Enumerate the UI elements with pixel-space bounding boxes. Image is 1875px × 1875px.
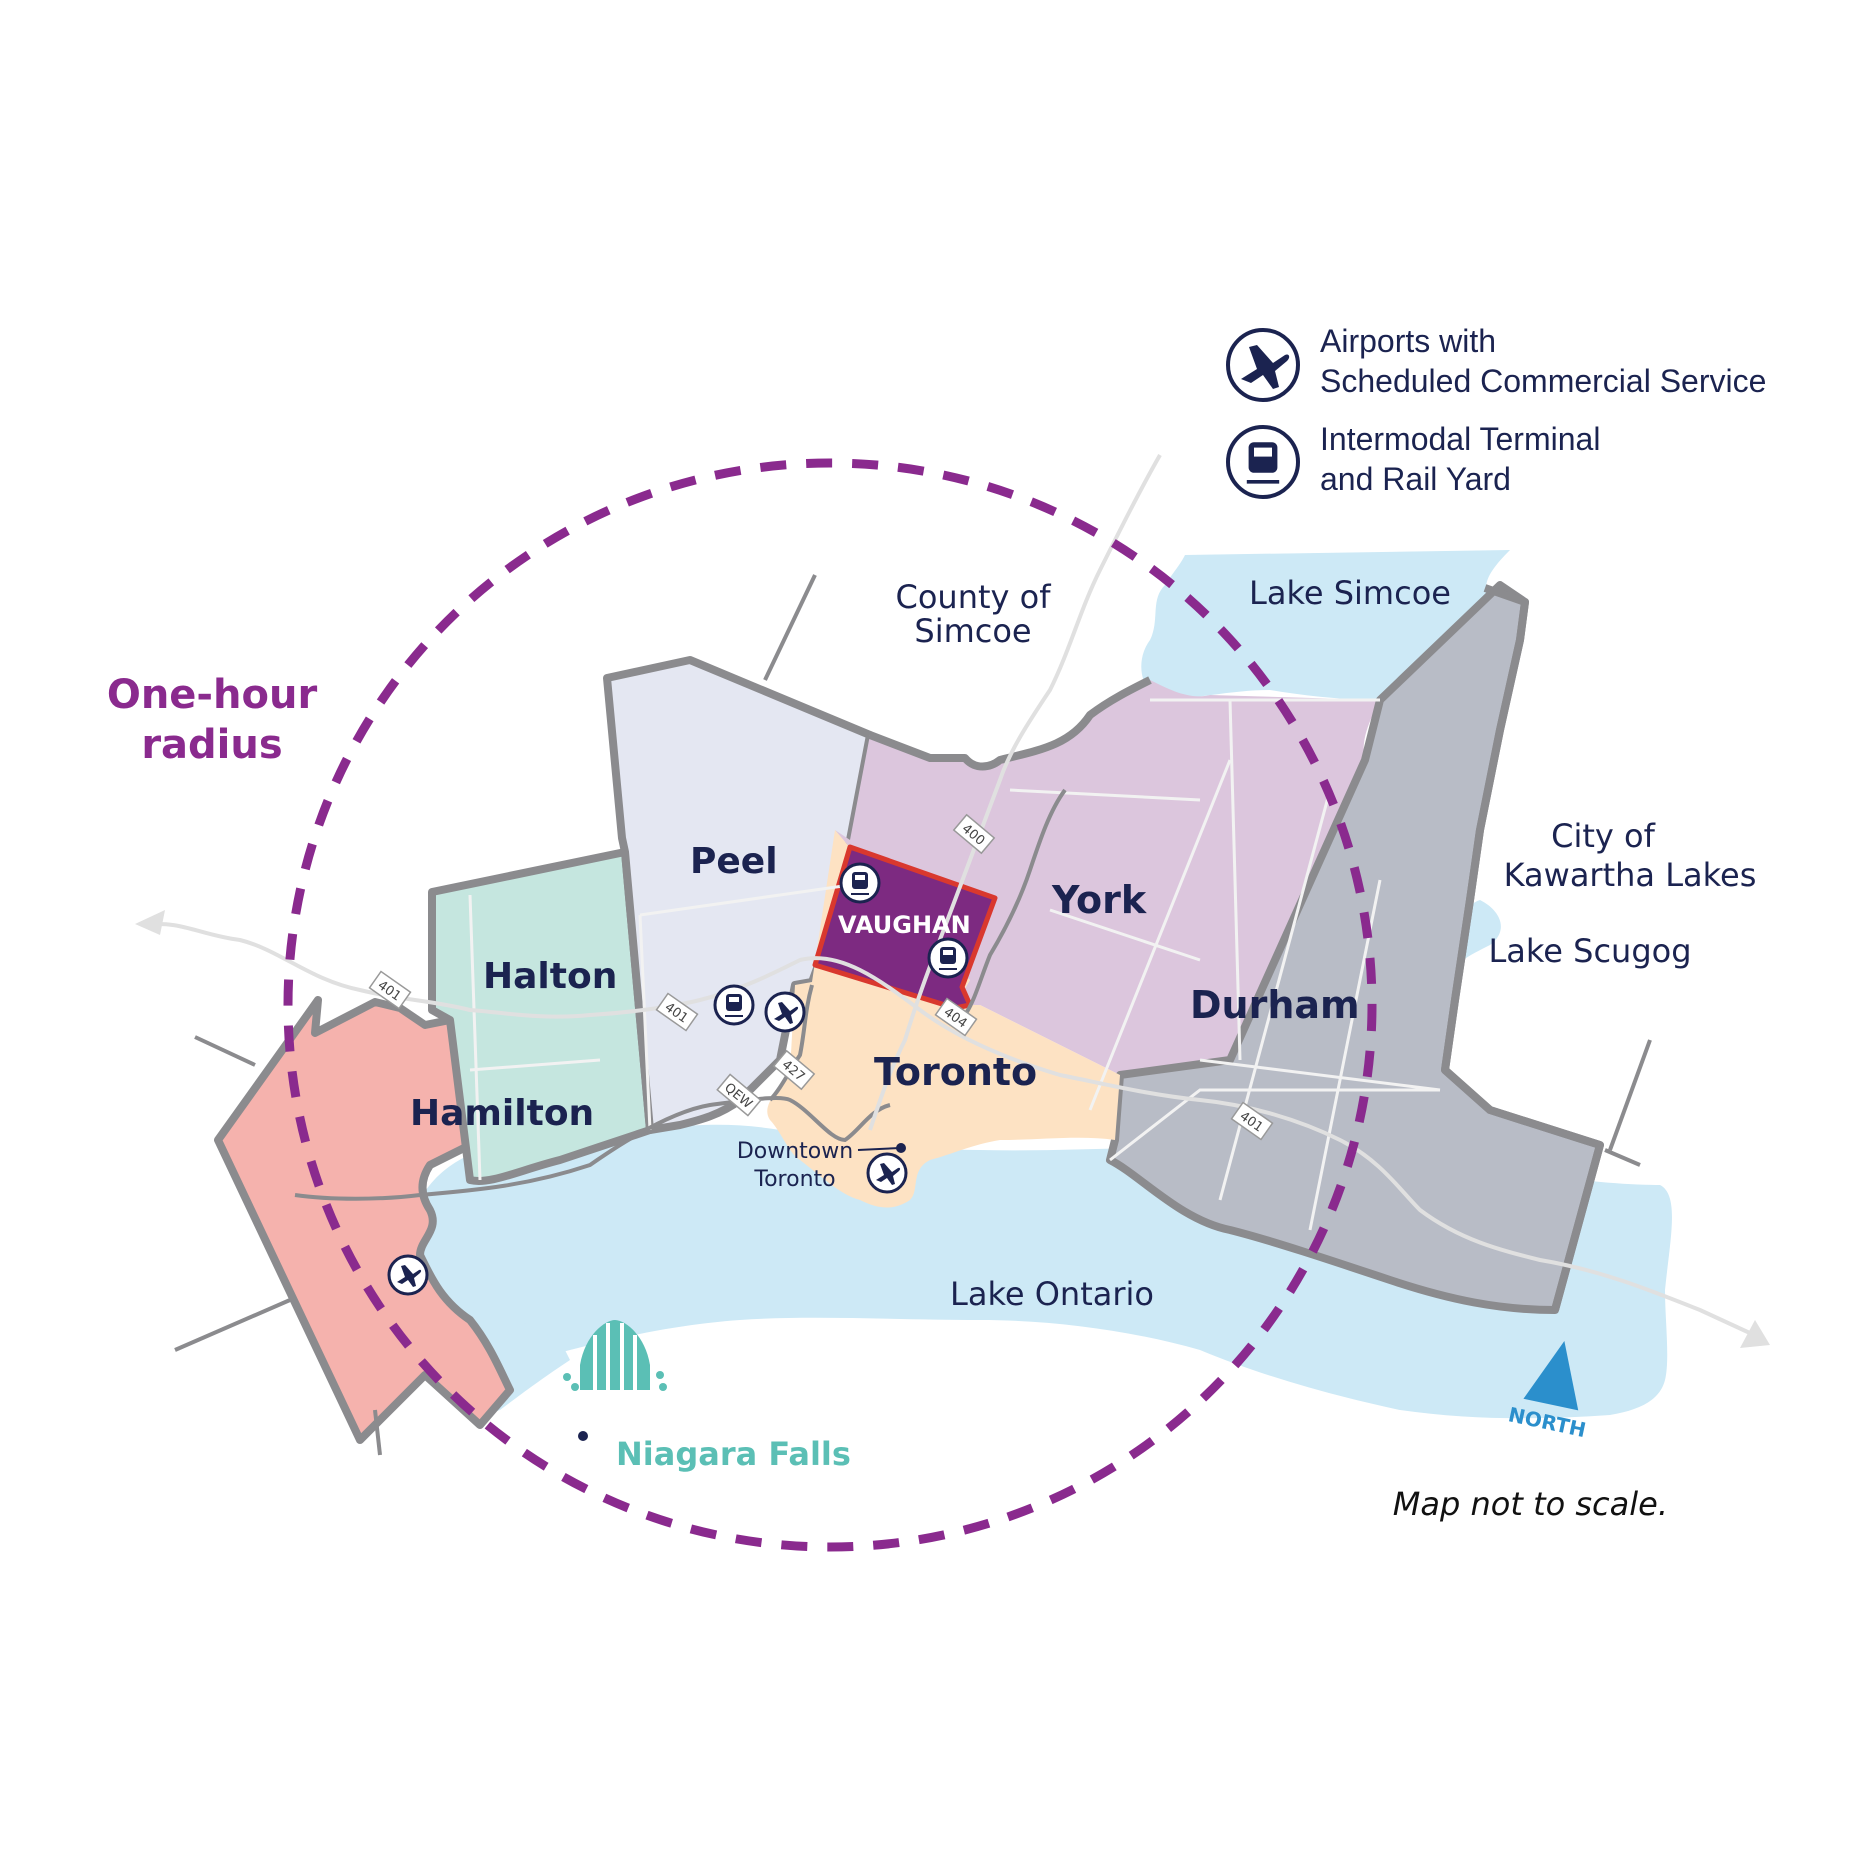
legend: Airports with Scheduled Commercial Servi… [1226, 323, 1766, 499]
hamilton-road-bottom [373, 1409, 382, 1456]
halton-label: Halton [483, 956, 617, 997]
legend-airport-line2: Scheduled Commercial Service [1320, 363, 1766, 399]
durham-road-east [1604, 1148, 1641, 1167]
lake-scugog-label: Lake Scugog [1488, 932, 1691, 970]
radius-label-line1: One-hour [107, 672, 318, 718]
one-hour-radius-circle [283, 458, 1377, 1552]
highway-401-east-arrow [1740, 1320, 1770, 1348]
highways [135, 454, 1770, 1456]
county-simcoe-label-line1: County of [896, 578, 1052, 616]
highway-427-line [768, 984, 814, 1102]
simcoe-boundary [868, 676, 1152, 771]
hamilton-region [214, 996, 514, 1444]
legend-rail-line2: and Rail Yard [1320, 461, 1511, 497]
durham-east-boundary [1441, 584, 1604, 1312]
highway-qew-line [294, 1095, 891, 1201]
hamilton-label: Hamilton [410, 1093, 594, 1134]
vaughan-label: VAUGHAN [838, 911, 971, 939]
lake-ontario-label: Lake Ontario [950, 1275, 1154, 1313]
north-arrow-icon [1523, 1340, 1579, 1411]
york-region [835, 680, 1380, 1075]
hamilton-road-south [174, 1298, 291, 1352]
rail-terminal-icon [927, 937, 969, 979]
rail-terminal-icon [713, 984, 755, 1026]
county-simcoe-label-line2: Simcoe [914, 612, 1031, 650]
rail-terminal-icon [839, 862, 881, 904]
downtown-marker [896, 1143, 906, 1153]
downtown-label-line2: Toronto [753, 1167, 835, 1192]
legend-rail-icon [1226, 425, 1300, 499]
highway-404-line [944, 788, 1067, 1022]
niagara-marker [578, 1431, 588, 1441]
municipal-lines [468, 698, 1441, 1231]
airport-icon [764, 991, 806, 1033]
downtown-leader-line [857, 1147, 901, 1151]
durham-label: Durham [1190, 983, 1360, 1027]
radius-label-line2: radius [141, 722, 282, 768]
durham-road-northeast [1608, 1039, 1652, 1151]
hamilton-road-north [194, 1035, 256, 1067]
legend-airport-icon [1226, 328, 1300, 402]
york-label: York [1051, 878, 1147, 922]
airport-icon [866, 1152, 908, 1194]
niagara-falls-label: Niagara Falls [616, 1435, 851, 1473]
niagara-falls-icon [563, 1320, 667, 1391]
lake-simcoe-label: Lake Simcoe [1249, 574, 1451, 612]
airport-icon [387, 1254, 429, 1296]
legend-airport-line1: Airports with [1320, 323, 1496, 359]
legend-rail-line1: Intermodal Terminal [1320, 421, 1600, 457]
disclaimer-text: Map not to scale. [1393, 1485, 1668, 1523]
peel-label: Peel [690, 841, 778, 882]
simcoe-road-northwest [763, 574, 817, 681]
kawartha-label-line1: City of [1551, 817, 1655, 855]
kawartha-label-line2: Kawartha Lakes [1504, 856, 1757, 894]
highway-401-west-arrow [135, 910, 165, 935]
toronto-label: Toronto [874, 1050, 1037, 1094]
downtown-label-line1: Downtown [737, 1139, 853, 1164]
highway-400-line [868, 454, 1162, 1131]
